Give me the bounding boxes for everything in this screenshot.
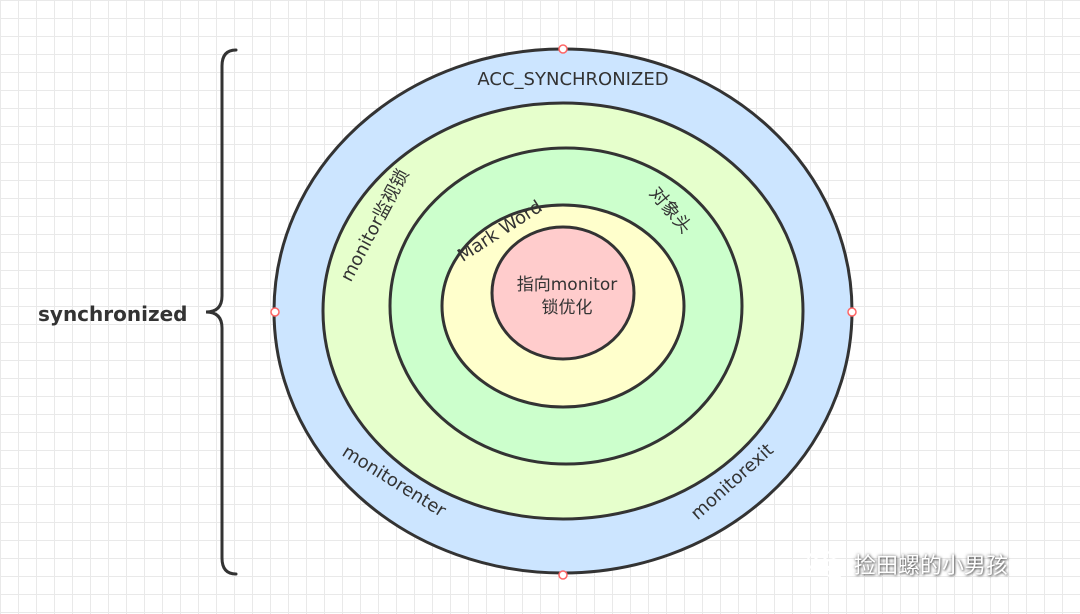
handle-right[interactable] bbox=[847, 307, 857, 317]
label-acc-synchronized: ACC_SYNCHRONIZED bbox=[477, 69, 668, 90]
watermark: 捡田螺的小男孩 bbox=[806, 548, 1008, 580]
handle-left[interactable] bbox=[270, 307, 280, 317]
handle-top[interactable] bbox=[558, 44, 568, 54]
watermark-text: 捡田螺的小男孩 bbox=[854, 554, 1009, 579]
label-synchronized: synchronized bbox=[38, 302, 188, 326]
label-core-line1: 指向monitor bbox=[517, 275, 618, 295]
curly-bracket bbox=[205, 48, 238, 576]
wechat-icon bbox=[807, 549, 845, 580]
handle-bottom[interactable] bbox=[558, 570, 568, 580]
label-core-line2: 锁优化 bbox=[542, 298, 593, 318]
ring-core bbox=[490, 225, 636, 361]
